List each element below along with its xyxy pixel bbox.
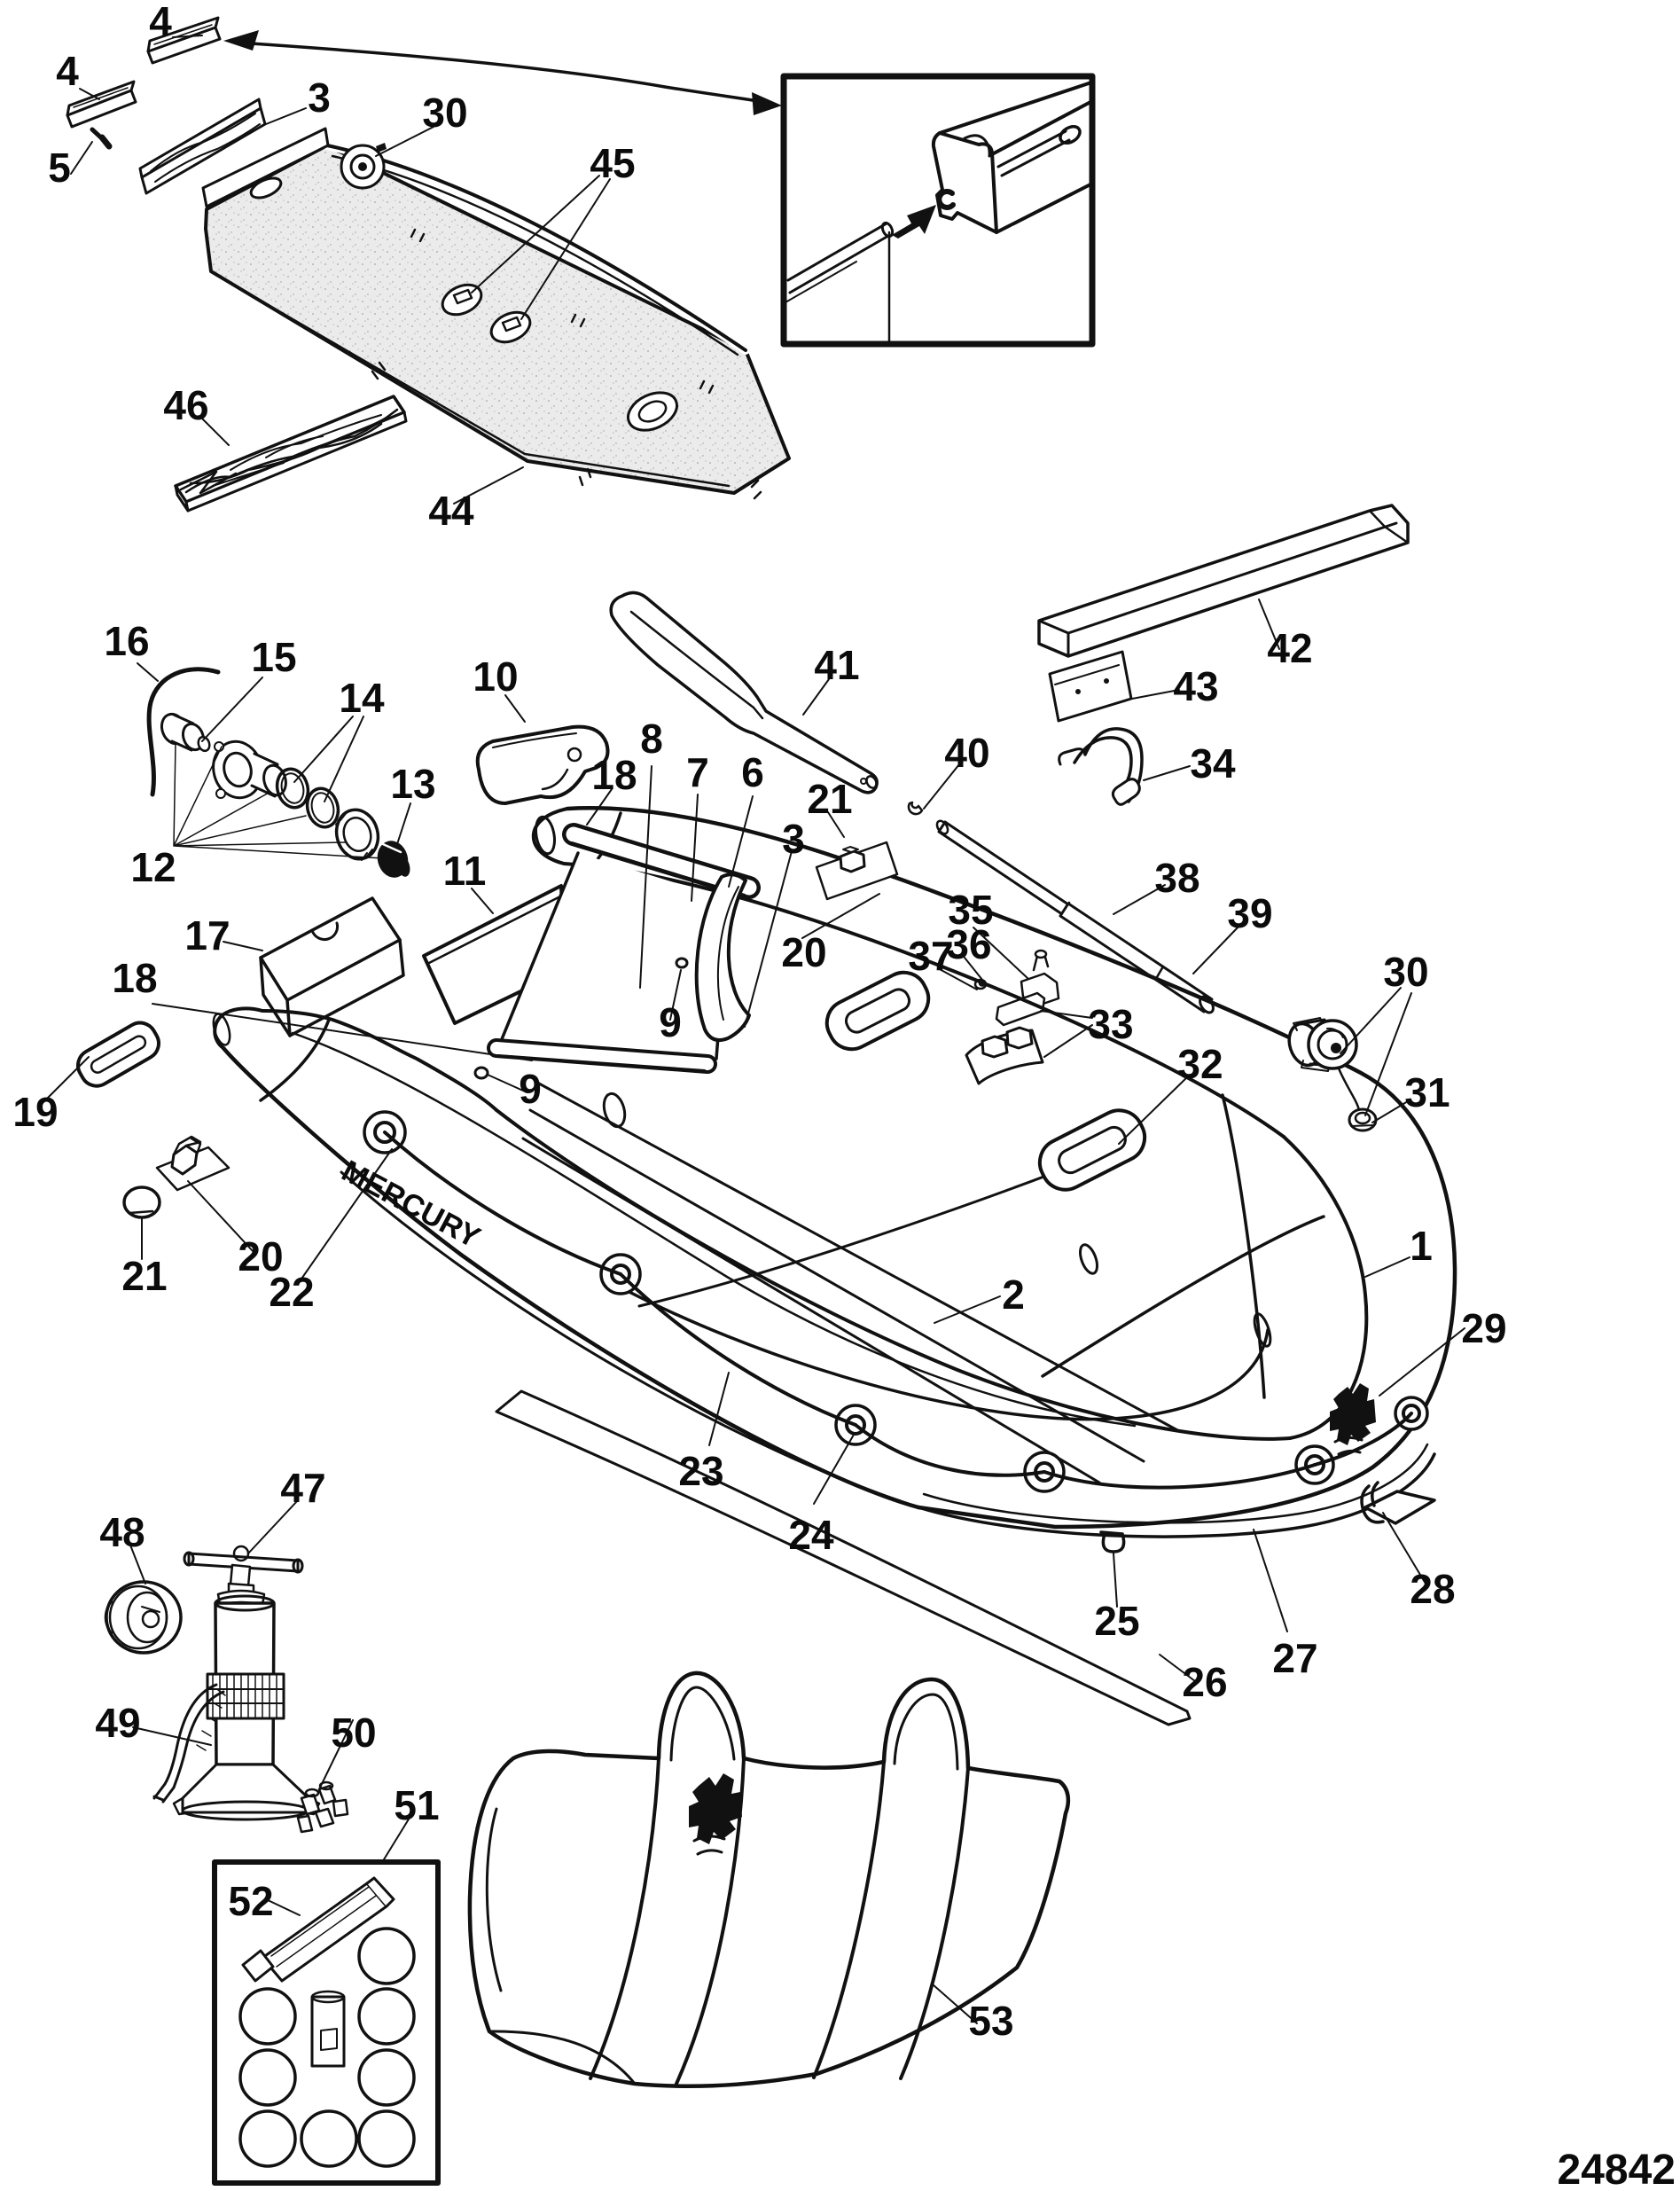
svg-text:24: 24 bbox=[788, 1512, 834, 1558]
svg-text:5: 5 bbox=[48, 145, 71, 191]
svg-text:6: 6 bbox=[741, 749, 764, 795]
svg-text:10: 10 bbox=[473, 653, 518, 700]
svg-text:48: 48 bbox=[99, 1509, 145, 1555]
svg-text:41: 41 bbox=[814, 642, 859, 688]
svg-text:16: 16 bbox=[104, 618, 149, 664]
svg-text:37: 37 bbox=[908, 933, 953, 979]
svg-text:31: 31 bbox=[1404, 1069, 1449, 1115]
svg-text:19: 19 bbox=[12, 1089, 58, 1135]
svg-text:44: 44 bbox=[428, 488, 474, 534]
svg-text:28: 28 bbox=[1410, 1566, 1455, 1612]
svg-text:42: 42 bbox=[1267, 625, 1312, 671]
svg-text:14: 14 bbox=[339, 675, 385, 721]
svg-text:27: 27 bbox=[1272, 1635, 1317, 1681]
svg-text:34: 34 bbox=[1190, 740, 1236, 786]
svg-text:4: 4 bbox=[56, 48, 79, 94]
svg-text:32: 32 bbox=[1177, 1041, 1223, 1087]
svg-text:21: 21 bbox=[807, 776, 852, 822]
svg-text:8: 8 bbox=[640, 716, 663, 762]
svg-text:15: 15 bbox=[251, 634, 296, 680]
svg-text:30: 30 bbox=[1383, 949, 1428, 995]
svg-text:49: 49 bbox=[95, 1700, 140, 1746]
svg-text:46: 46 bbox=[163, 382, 208, 428]
svg-text:MERCURY: MERCURY bbox=[336, 1154, 486, 1256]
svg-text:9: 9 bbox=[659, 999, 682, 1045]
svg-text:20: 20 bbox=[781, 929, 826, 975]
svg-text:40: 40 bbox=[944, 730, 989, 776]
svg-text:26: 26 bbox=[1182, 1659, 1227, 1705]
svg-text:18: 18 bbox=[112, 955, 157, 1001]
svg-text:13: 13 bbox=[390, 761, 435, 807]
svg-text:30: 30 bbox=[422, 90, 467, 136]
svg-text:43: 43 bbox=[1173, 663, 1218, 709]
svg-text:9: 9 bbox=[519, 1066, 542, 1112]
svg-text:2: 2 bbox=[1002, 1272, 1025, 1318]
svg-text:20: 20 bbox=[238, 1233, 283, 1279]
svg-text:12: 12 bbox=[130, 844, 176, 890]
svg-text:4: 4 bbox=[149, 0, 172, 44]
svg-text:25: 25 bbox=[1094, 1598, 1139, 1644]
svg-text:1: 1 bbox=[1410, 1223, 1433, 1269]
svg-text:7: 7 bbox=[686, 749, 709, 795]
svg-text:38: 38 bbox=[1154, 855, 1199, 901]
svg-text:50: 50 bbox=[331, 1710, 376, 1756]
svg-text:53: 53 bbox=[968, 1998, 1013, 2044]
svg-text:23: 23 bbox=[678, 1448, 723, 1494]
svg-text:22: 22 bbox=[269, 1269, 314, 1315]
svg-text:35: 35 bbox=[948, 887, 993, 933]
svg-text:39: 39 bbox=[1227, 890, 1272, 936]
svg-text:51: 51 bbox=[394, 1782, 439, 1828]
svg-text:17: 17 bbox=[184, 912, 230, 959]
svg-text:33: 33 bbox=[1088, 1001, 1133, 1047]
svg-text:36: 36 bbox=[946, 921, 991, 967]
svg-text:52: 52 bbox=[228, 1878, 273, 1924]
svg-text:24842: 24842 bbox=[1558, 2147, 1676, 2191]
svg-text:11: 11 bbox=[443, 848, 487, 894]
svg-text:29: 29 bbox=[1461, 1305, 1506, 1351]
svg-text:45: 45 bbox=[590, 140, 635, 186]
svg-text:3: 3 bbox=[308, 74, 331, 121]
svg-text:47: 47 bbox=[280, 1465, 325, 1511]
svg-text:18: 18 bbox=[591, 752, 637, 798]
svg-text:3: 3 bbox=[782, 816, 805, 862]
svg-text:21: 21 bbox=[121, 1253, 167, 1299]
